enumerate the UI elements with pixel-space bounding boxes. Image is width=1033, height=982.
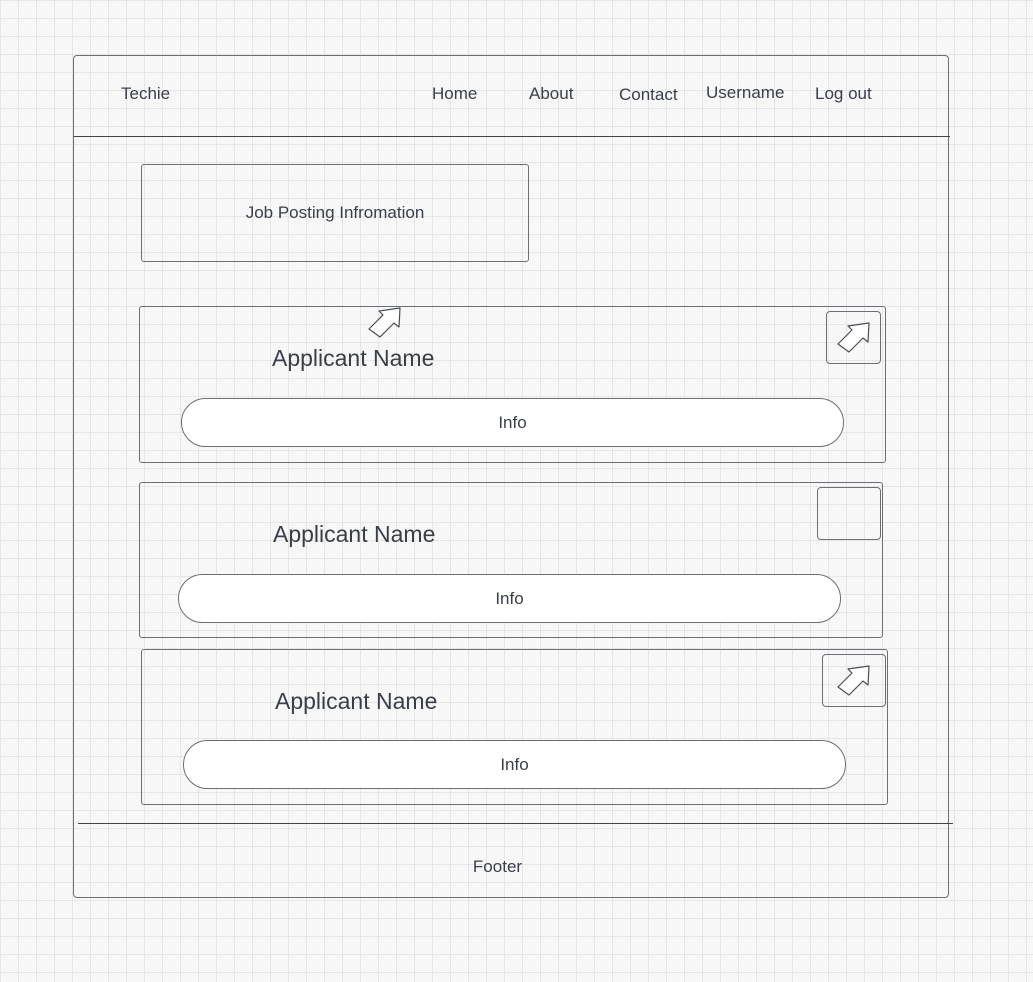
info-button[interactable]: Info: [183, 740, 846, 789]
applicant-name: Applicant Name: [272, 345, 435, 371]
info-button-label: Info: [495, 588, 524, 608]
nav-home[interactable]: Home: [432, 84, 478, 103]
info-button-label: Info: [500, 754, 529, 774]
job-posting-info: Job Posting Infromation: [141, 164, 529, 262]
page-frame: [73, 55, 949, 898]
info-button[interactable]: Info: [181, 398, 844, 447]
info-button-label: Info: [498, 412, 527, 432]
applicant-card: [141, 649, 888, 805]
nav-username[interactable]: Username: [706, 83, 785, 102]
info-button[interactable]: Info: [178, 574, 841, 623]
brand-logo[interactable]: Techie: [121, 84, 171, 103]
open-applicant-button[interactable]: [822, 654, 886, 707]
footer: Footer: [472, 857, 523, 876]
nav-contact[interactable]: Contact: [619, 85, 678, 104]
applicant-card: [139, 482, 883, 638]
open-applicant-button[interactable]: [826, 311, 881, 364]
arrow-up-right-icon[interactable]: [366, 305, 404, 341]
nav-about[interactable]: About: [529, 84, 574, 103]
arrow-up-right-icon: [836, 321, 870, 353]
arrow-up-right-icon: [837, 664, 870, 696]
applicant-name: Applicant Name: [273, 521, 436, 547]
job-posting-label: Job Posting Infromation: [245, 203, 425, 222]
header-divider: [74, 136, 950, 137]
applicant-card: [139, 306, 886, 463]
applicant-name: Applicant Name: [275, 688, 438, 714]
applicant-action-box[interactable]: [817, 487, 881, 540]
nav-logout[interactable]: Log out: [815, 84, 872, 103]
footer-divider: [78, 823, 953, 824]
